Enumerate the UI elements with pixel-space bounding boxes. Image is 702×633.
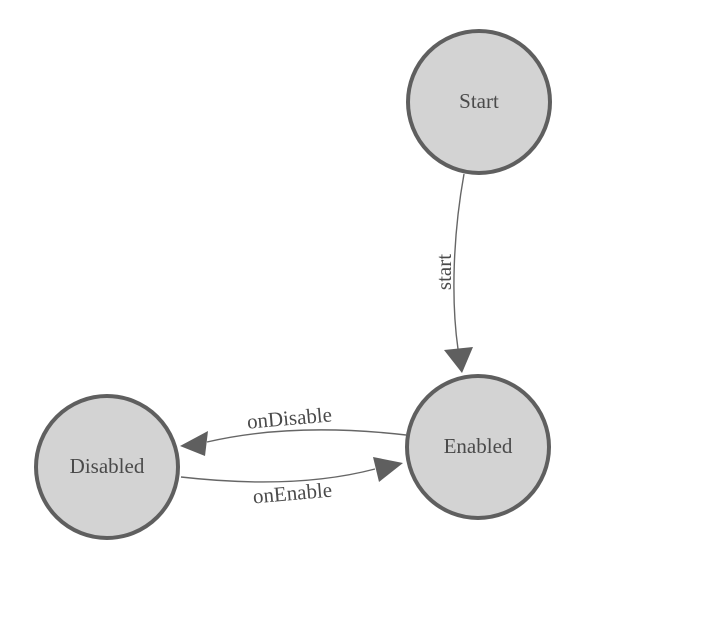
node-enabled: Enabled: [405, 374, 551, 520]
edge-line-disabled-to-enabled: [180, 468, 376, 483]
node-label-enabled: Enabled: [444, 434, 513, 458]
node-label-disabled: Disabled: [70, 454, 145, 478]
edge-label-start: start: [432, 254, 456, 290]
edge-line-start-to-enabled: [453, 173, 465, 350]
state-circle-enabled[interactable]: [405, 374, 551, 520]
node-start: Start: [406, 29, 552, 175]
edge-start: start: [432, 173, 473, 373]
state-circle-start[interactable]: [406, 29, 552, 175]
edge-on-enable: onEnable: [180, 457, 403, 508]
node-label-start: Start: [459, 89, 499, 113]
edge-line-enabled-to-disabled: [206, 429, 407, 443]
edge-on-disable: onDisable: [180, 402, 407, 456]
arrowhead-disabled-to-enabled-icon: [373, 457, 403, 482]
edge-label-on-disable: onDisable: [246, 402, 333, 433]
arrowhead-enabled-to-disabled-icon: [180, 431, 208, 456]
state-circle-disabled[interactable]: [34, 394, 180, 540]
node-disabled: Disabled: [34, 394, 180, 540]
arrowhead-start-to-enabled-icon: [444, 347, 473, 373]
